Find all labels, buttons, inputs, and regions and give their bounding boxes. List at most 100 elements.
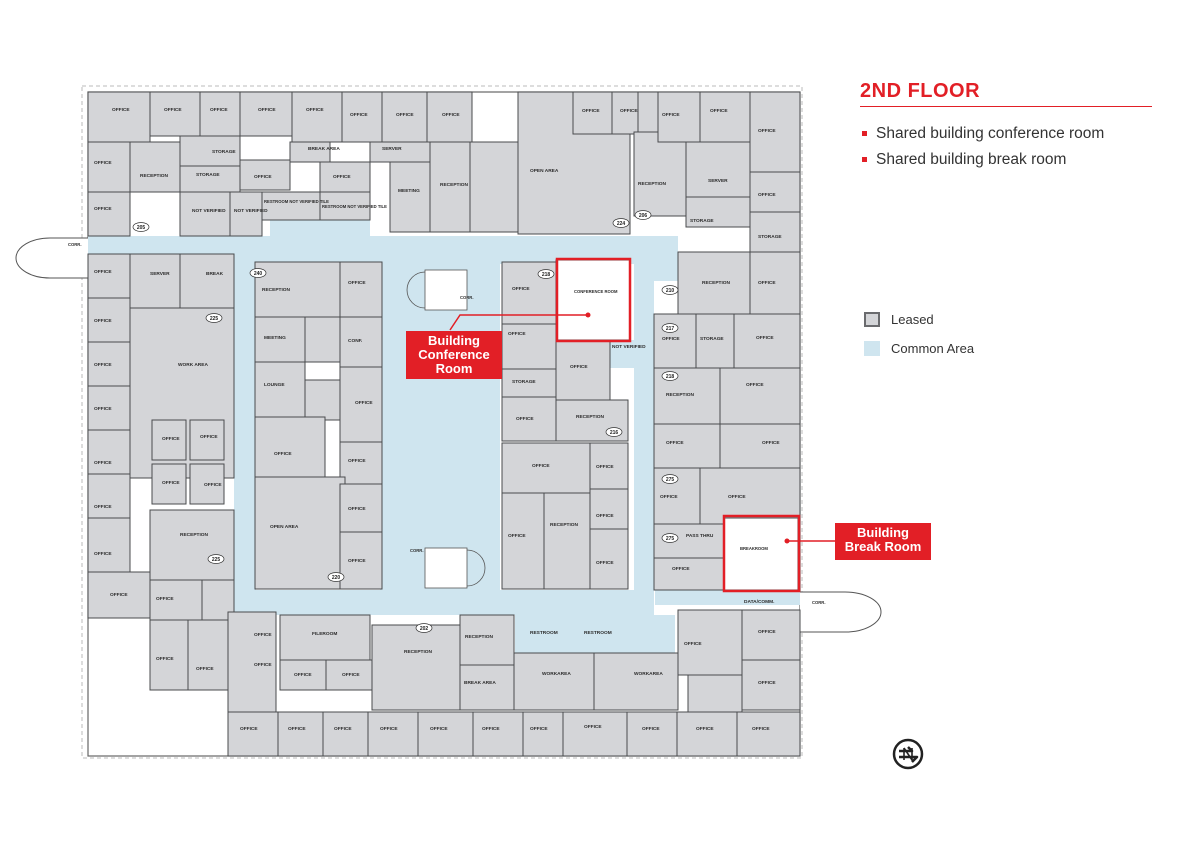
room-label: OFFICE bbox=[200, 434, 218, 440]
room-number: 220 bbox=[332, 575, 341, 581]
feature-list: Shared building conference room Shared b… bbox=[862, 124, 1104, 176]
room-label: OFFICE bbox=[508, 533, 526, 539]
room-label: OFFICE bbox=[164, 107, 182, 113]
room-label: BREAK AREA bbox=[308, 146, 340, 152]
room-number-tag bbox=[537, 269, 555, 279]
room-label: OFFICE bbox=[762, 440, 780, 446]
room-label: OFFICE bbox=[355, 400, 373, 406]
room-number: 275 bbox=[666, 477, 675, 483]
room-label: STORAGE bbox=[700, 336, 724, 342]
room-label: OFFICE bbox=[596, 464, 614, 470]
room-number: 216 bbox=[610, 430, 619, 436]
room-label: RECEPTION bbox=[262, 287, 291, 293]
room-label: WORKAREA bbox=[542, 671, 571, 677]
room-label: OFFICE bbox=[530, 726, 548, 732]
room-label: OFFICE bbox=[94, 206, 112, 212]
room-label: RESTROOM bbox=[584, 630, 612, 636]
common-swatch bbox=[864, 341, 880, 356]
room-label: OFFICE bbox=[512, 286, 530, 292]
room-number-tag bbox=[661, 533, 679, 543]
room-label: STORAGE bbox=[512, 379, 536, 385]
title-divider bbox=[860, 106, 1152, 107]
room-label: OFFICE bbox=[696, 726, 714, 732]
room-label: CORR. bbox=[68, 242, 82, 247]
room-label: OFFICE bbox=[758, 280, 776, 286]
room-label: WORKAREA bbox=[634, 671, 663, 677]
room-number: 224 bbox=[617, 221, 626, 227]
room-labels: OFFICE OFFICE OFFICE OFFICE OFFICE OFFIC… bbox=[68, 107, 826, 732]
room-number: 218 bbox=[542, 272, 551, 278]
room-label: OFFICE bbox=[756, 335, 774, 341]
room-number: 205 bbox=[137, 225, 146, 231]
room-number: 240 bbox=[254, 271, 263, 277]
room-number: 206 bbox=[639, 213, 648, 219]
conference-room-callout: Building Conference Room bbox=[406, 331, 502, 379]
room-tags: 2052402252252202182162172182752752102062… bbox=[132, 210, 679, 633]
room-label: RECEPTION bbox=[140, 173, 169, 179]
room-label: BREAK AREA bbox=[464, 680, 496, 686]
room-label: OFFICE bbox=[94, 406, 112, 412]
room-number: 217 bbox=[666, 326, 675, 332]
room-label: OFFICE bbox=[162, 480, 180, 486]
room-label: OFFICE bbox=[342, 672, 360, 678]
room-number-tag bbox=[661, 474, 679, 484]
room-label: OFFICE bbox=[348, 458, 366, 464]
feature-item: Shared building conference room bbox=[862, 124, 1104, 150]
room-label: OFFICE bbox=[758, 192, 776, 198]
room-number: 202 bbox=[420, 626, 429, 632]
room-number-tag bbox=[207, 554, 225, 564]
room-label: OFFICE bbox=[660, 494, 678, 500]
room-label: OFFICE bbox=[204, 482, 222, 488]
room-label: OFFICE bbox=[396, 112, 414, 118]
room-label: FILEROOM bbox=[312, 631, 337, 637]
room-label: RECEPTION bbox=[465, 634, 494, 640]
legend-common: Common Area bbox=[864, 341, 974, 356]
page-title: 2ND FLOOR bbox=[860, 80, 981, 102]
room-label: OFFICE bbox=[380, 726, 398, 732]
room-label: STORAGE bbox=[690, 218, 714, 224]
room-label: RECEPTION bbox=[576, 414, 605, 420]
room-label: OFFICE bbox=[596, 560, 614, 566]
room-label: OFFICE bbox=[156, 596, 174, 602]
room-label: RECEPTION bbox=[404, 649, 433, 655]
room-label: OFFICE bbox=[596, 513, 614, 519]
leased-swatch bbox=[864, 312, 880, 327]
room-label: OFFICE bbox=[94, 160, 112, 166]
room-label: OFFICE bbox=[240, 726, 258, 732]
room-label: RECEPTION bbox=[180, 532, 209, 538]
room-label: DATA/COMM. bbox=[744, 599, 774, 605]
room-label: OFFICE bbox=[442, 112, 460, 118]
room-label: MEETING bbox=[264, 335, 286, 341]
room-label: OFFICE bbox=[288, 726, 306, 732]
room-label: BREAK bbox=[206, 271, 224, 277]
room-label: OFFICE bbox=[258, 107, 276, 113]
room-label: OFFICE bbox=[274, 451, 292, 457]
room-label: OFFICE bbox=[532, 463, 550, 469]
room-label: OFFICE bbox=[110, 592, 128, 598]
room-label: OFFICE bbox=[684, 641, 702, 647]
break-room-callout: Building Break Room bbox=[835, 523, 931, 560]
legend-label: Common Area bbox=[891, 341, 975, 356]
room-number-tag bbox=[415, 623, 433, 633]
room-label: SERVER bbox=[150, 271, 170, 277]
room-label: OFFICE bbox=[94, 460, 112, 466]
room-number: 218 bbox=[666, 374, 675, 380]
room-label: OFFICE bbox=[662, 112, 680, 118]
room-label: OFFICE bbox=[348, 558, 366, 564]
room-number: 225 bbox=[212, 557, 221, 563]
room-label: OFFICE bbox=[254, 632, 272, 638]
room-label: OFFICE bbox=[758, 128, 776, 134]
north-arrow-icon bbox=[892, 738, 924, 770]
room-label: OFFICE bbox=[710, 108, 728, 114]
room-label: OFFICE bbox=[156, 656, 174, 662]
room-label: STORAGE bbox=[212, 149, 236, 155]
break-room-label: BREAKROOM bbox=[740, 546, 768, 551]
room-label: OFFICE bbox=[94, 318, 112, 324]
room-label: WORK AREA bbox=[178, 362, 208, 368]
room-label: OFFICE bbox=[582, 108, 600, 114]
room-label: OFFICE bbox=[758, 629, 776, 635]
room-number: 210 bbox=[666, 288, 675, 294]
room-label: NOT VERIFIED bbox=[192, 208, 226, 214]
room-label: OFFICE bbox=[758, 680, 776, 686]
